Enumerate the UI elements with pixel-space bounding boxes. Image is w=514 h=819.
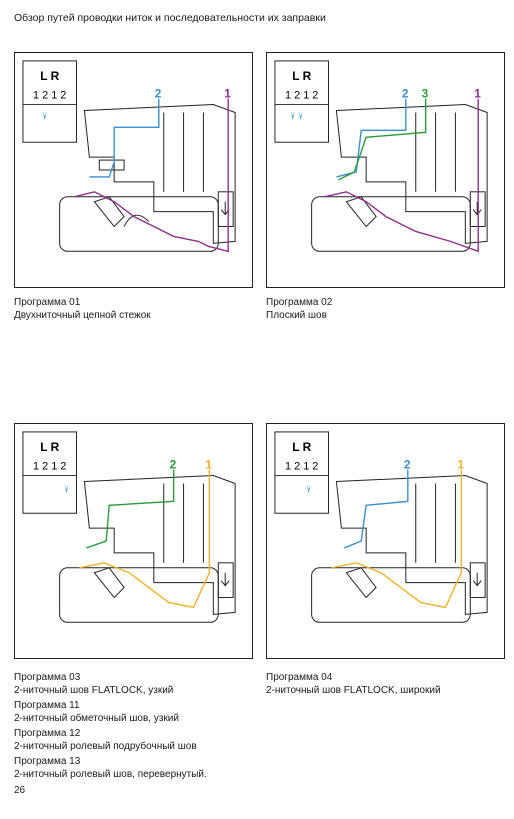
- thread-label: 1: [224, 87, 231, 101]
- thread-label: 2: [402, 87, 409, 101]
- caption-program-01: Программа 01 Двухниточный цепной стежок: [14, 297, 151, 322]
- needle-icon: [306, 483, 311, 494]
- needle-icon: [64, 483, 69, 494]
- threading-diagram-program-04: L R 1 2 1 2 2 1: [266, 423, 505, 659]
- caption-line: 2-ниточный ролевый шов, перевернутый.: [14, 768, 207, 780]
- threading-diagram-program-01: L R 1 2 1 2 2 1: [14, 52, 253, 288]
- caption-line: 2-ниточный шов FLATLOCK, широкий: [266, 684, 441, 696]
- page-title: Обзор путей проводки ниток и последовате…: [14, 12, 326, 24]
- caption-line: Плоский шов: [266, 309, 327, 321]
- caption-line: Двухниточный цепной стежок: [14, 309, 151, 321]
- lr-label: L R: [40, 69, 59, 83]
- caption-line: Программа 12: [14, 728, 81, 739]
- needle-icon: [290, 110, 295, 121]
- thread-label: 3: [422, 87, 429, 101]
- thread-label: 2: [155, 87, 162, 101]
- caption-line: Программа 13: [14, 756, 81, 767]
- thread-label: 2: [404, 458, 411, 472]
- thread-label: 1: [457, 458, 464, 472]
- caption-program-02: Программа 02 Плоский шов: [266, 297, 332, 322]
- needle-icon: [42, 110, 47, 121]
- caption-line: Программа 03: [14, 672, 81, 683]
- caption-program-03: Программа 03 2-ниточный шов FLATLOCK, уз…: [14, 672, 207, 781]
- thread-label: 1: [474, 87, 481, 101]
- caption-line: Программа 01: [14, 297, 81, 308]
- caption-program-04: Программа 04 2-ниточный шов FLATLOCK, ши…: [266, 672, 441, 697]
- lr-label: L R: [292, 69, 311, 83]
- caption-line: Программа 11: [14, 700, 80, 711]
- machine-diagram: L R 1 2 1 2 2 1: [274, 431, 488, 623]
- machine-diagram: L R 1 2 1 2 2 3 1: [274, 60, 488, 253]
- lr-label: L R: [40, 440, 59, 454]
- caption-line: 2-ниточный ролевый подрубочный шов: [14, 740, 197, 752]
- digits-label: 1 2 1 2: [33, 90, 66, 102]
- lr-label: L R: [292, 440, 311, 454]
- threading-diagram-program-03: L R 1 2 1 2 2 1: [14, 423, 253, 659]
- caption-line: 2-ниточный обметочный шов, узкий: [14, 712, 179, 724]
- machine-diagram: L R 1 2 1 2 2 1: [22, 60, 236, 253]
- thread-label: 1: [205, 458, 212, 472]
- thread-label: 2: [170, 458, 177, 472]
- threading-diagram-program-02: L R 1 2 1 2 2 3 1: [266, 52, 505, 288]
- digits-label: 1 2 1 2: [33, 461, 66, 473]
- digits-label: 1 2 1 2: [285, 90, 318, 102]
- digits-label: 1 2 1 2: [285, 461, 318, 473]
- caption-line: Программа 04: [266, 672, 333, 683]
- page-number: 26: [14, 785, 26, 796]
- machine-diagram: L R 1 2 1 2 2 1: [22, 431, 236, 623]
- caption-line: Программа 02: [266, 297, 333, 308]
- caption-line: 2-ниточный шов FLATLOCK, узкий: [14, 684, 174, 696]
- needle-icon: [298, 110, 303, 121]
